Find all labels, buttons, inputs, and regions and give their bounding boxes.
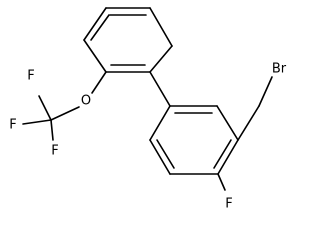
bond	[149, 45, 173, 73]
bond	[149, 139, 171, 175]
bond	[258, 76, 273, 107]
atom-label-f: F	[27, 69, 34, 84]
bond	[91, 71, 107, 94]
bond	[149, 105, 171, 141]
double-bond-inner	[90, 14, 110, 41]
bond	[149, 71, 171, 107]
atom-label-o: O	[81, 94, 91, 109]
atom-label-f: F	[51, 144, 58, 159]
chemical-structure: F F F O Br F	[9, 7, 287, 212]
atom-label-f: F	[225, 197, 232, 212]
bond	[216, 105, 239, 141]
double-bond-inner	[156, 139, 175, 169]
bond	[38, 95, 52, 121]
atom-labels: F F F O Br F	[9, 62, 287, 212]
bond	[149, 7, 173, 47]
atom-label-br: Br	[272, 62, 287, 77]
atom-label-f: F	[9, 118, 16, 133]
bond	[83, 7, 107, 41]
bond	[237, 105, 260, 141]
double-bond-inner	[213, 139, 232, 169]
bond	[83, 39, 107, 73]
substituent-bonds	[22, 71, 273, 191]
lower-ring-bonds	[149, 71, 239, 175]
bond	[217, 139, 239, 175]
upper-ring-bonds	[83, 7, 173, 73]
bond	[50, 106, 80, 121]
bond	[217, 173, 226, 191]
bond	[22, 119, 52, 125]
bond	[50, 119, 54, 141]
